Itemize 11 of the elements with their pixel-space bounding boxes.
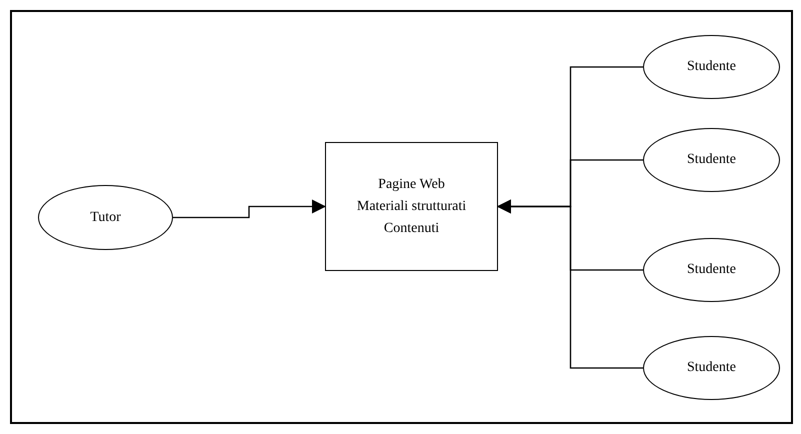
content-box — [325, 142, 498, 271]
node-label: Pagine Web — [378, 176, 445, 194]
node-label: Contenuti — [384, 220, 440, 238]
node-label: Studente — [687, 151, 736, 169]
arrow — [173, 200, 326, 218]
node-label: Studente — [687, 359, 736, 377]
node-label: Tutor — [90, 208, 121, 226]
arrow — [497, 200, 643, 369]
node-label: Studente — [687, 261, 736, 279]
node-label: Materiali strutturati — [356, 198, 466, 216]
node-label: Studente — [687, 58, 736, 76]
